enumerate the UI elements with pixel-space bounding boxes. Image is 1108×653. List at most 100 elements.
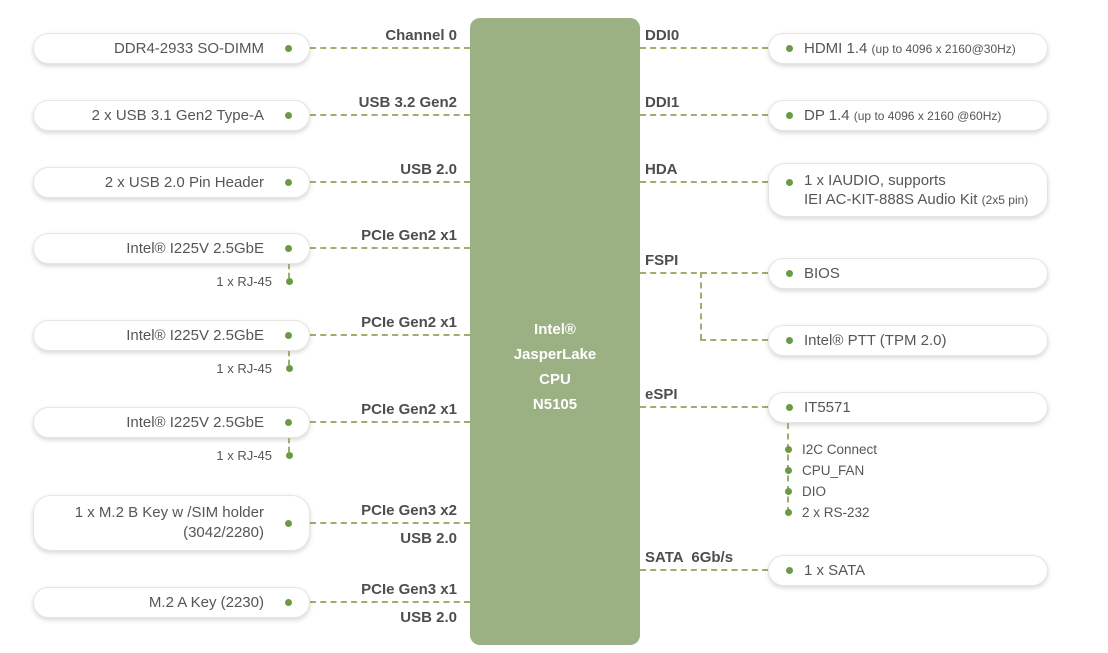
device-box-i225v-2: Intel® I225V 2.5GbE bbox=[33, 320, 310, 351]
connector-dot bbox=[285, 179, 292, 186]
connector-line bbox=[640, 272, 768, 274]
device-box-i225v-3: Intel® I225V 2.5GbE bbox=[33, 407, 310, 438]
bus-label-pcie-gen2-x1: PCIe Gen2 x1 bbox=[361, 401, 457, 418]
connector-line bbox=[288, 438, 290, 452]
connector-dot bbox=[786, 404, 793, 411]
device-label: DDR4-2933 SO-DIMM bbox=[113, 40, 264, 57]
device-box-hdmi: HDMI 1.4 (up to 4096 x 2160@30Hz) bbox=[768, 33, 1048, 64]
connector-dot bbox=[785, 446, 792, 453]
device-box-ddr4-sodimm: DDR4-2933 SO-DIMM bbox=[33, 33, 310, 64]
device-label: M.2 A Key (2230) bbox=[148, 594, 264, 611]
connector-line bbox=[310, 601, 470, 603]
ec-feature-i2c: I2C Connect bbox=[802, 442, 878, 457]
device-label-detail: (up to 4096 x 2160 @60Hz) bbox=[853, 109, 1002, 123]
connector-line bbox=[640, 47, 768, 49]
device-label: 1 x SATA bbox=[804, 562, 866, 579]
device-label: DP 1.4 (up to 4096 x 2160 @60Hz) bbox=[804, 107, 1047, 124]
bus-label-usb20: USB 2.0 bbox=[400, 609, 457, 626]
device-label-detail: (up to 4096 x 2160@30Hz) bbox=[871, 42, 1016, 56]
connector-line bbox=[288, 264, 290, 278]
connector-dot bbox=[285, 599, 292, 606]
device-label-main: DP 1.4 bbox=[804, 107, 850, 124]
bus-label-pcie-gen3-x2: PCIe Gen3 x2 bbox=[361, 502, 457, 519]
device-label-line1: 1 x IAUDIO, supports bbox=[804, 171, 946, 189]
connector-dot bbox=[785, 467, 792, 474]
device-label: 2 x USB 3.1 Gen2 Type-A bbox=[91, 107, 264, 124]
connector-dot bbox=[285, 419, 292, 426]
connector-line bbox=[288, 351, 290, 365]
connector-dot bbox=[286, 452, 293, 459]
device-box-usb20-header: 2 x USB 2.0 Pin Header bbox=[33, 167, 310, 198]
bus-label-pcie-gen3-x1: PCIe Gen3 x1 bbox=[361, 581, 457, 598]
connector-line bbox=[640, 569, 768, 571]
connector-line bbox=[700, 272, 702, 340]
device-label-detail: (2x5 pin) bbox=[981, 192, 1029, 207]
bus-label-ddi0: DDI0 bbox=[645, 27, 680, 44]
connector-dot bbox=[286, 365, 293, 372]
port-label-rj45: 1 x RJ-45 bbox=[216, 448, 272, 463]
port-label-rj45: 1 x RJ-45 bbox=[216, 361, 272, 376]
connector-line bbox=[640, 181, 768, 183]
device-box-sata: 1 x SATA bbox=[768, 555, 1048, 586]
bus-label-sata: SATA 6Gb/s bbox=[645, 549, 734, 566]
device-label-main: IEI AC-KIT-888S Audio Kit bbox=[804, 190, 978, 208]
cpu-label-family: JasperLake bbox=[513, 345, 597, 363]
device-box-it5571: IT5571 bbox=[768, 392, 1048, 423]
connector-dot bbox=[786, 567, 793, 574]
device-label: Intel® I225V 2.5GbE bbox=[126, 414, 264, 431]
bus-label-fspi: FSPI bbox=[645, 252, 679, 269]
bus-label-espi: eSPI bbox=[645, 386, 678, 403]
device-box-bios: BIOS bbox=[768, 258, 1048, 289]
ec-feature-cpufan: CPU_FAN bbox=[802, 463, 865, 478]
device-label: Intel® I225V 2.5GbE bbox=[126, 327, 264, 344]
bus-label-hda: HDA bbox=[645, 161, 678, 178]
connector-dot bbox=[285, 112, 292, 119]
device-box-m2-akey: M.2 A Key (2230) bbox=[33, 587, 310, 618]
device-box-intel-ptt: Intel® PTT (TPM 2.0) bbox=[768, 325, 1048, 356]
connector-line bbox=[310, 114, 470, 116]
device-label: Intel® PTT (TPM 2.0) bbox=[804, 332, 947, 349]
bus-label-ddi1: DDI1 bbox=[645, 94, 680, 111]
cpu-label-type: CPU bbox=[539, 370, 571, 388]
connector-line bbox=[310, 334, 470, 336]
cpu-label-model: N5105 bbox=[532, 395, 578, 413]
device-label-main: HDMI 1.4 bbox=[804, 40, 868, 57]
device-label: HDMI 1.4 (up to 4096 x 2160@30Hz) bbox=[804, 40, 1047, 57]
connector-line bbox=[310, 421, 470, 423]
connector-dot bbox=[786, 270, 793, 277]
connector-dot bbox=[285, 519, 292, 527]
connector-line bbox=[310, 247, 470, 249]
device-label-line2: IEI AC-KIT-888S Audio Kit (2x5 pin) bbox=[804, 190, 1047, 210]
device-label-line1: 1 x M.2 B Key w /SIM holder bbox=[74, 504, 264, 521]
connector-dot bbox=[285, 332, 292, 339]
device-box-usb31-typea: 2 x USB 3.1 Gen2 Type-A bbox=[33, 100, 310, 131]
ec-feature-rs232: 2 x RS-232 bbox=[802, 505, 870, 520]
bus-label-usb20: USB 2.0 bbox=[400, 161, 457, 178]
device-box-audio: 1 x IAUDIO, supports IEI AC-KIT-888S Aud… bbox=[768, 163, 1048, 217]
connector-dot bbox=[286, 278, 293, 285]
bus-label-pcie-gen2-x1: PCIe Gen2 x1 bbox=[361, 227, 457, 244]
bus-label-pcie-gen2-x1: PCIe Gen2 x1 bbox=[361, 314, 457, 331]
connector-dot bbox=[786, 179, 793, 186]
connector-dot bbox=[786, 112, 793, 119]
device-label: IT5571 bbox=[804, 399, 851, 416]
device-box-m2-bkey: 1 x M.2 B Key w /SIM holder (3042/2280) bbox=[33, 495, 310, 551]
connector-dot bbox=[786, 45, 793, 52]
cpu-block: Intel® JasperLake CPU N5105 bbox=[470, 18, 640, 645]
ec-feature-dio: DIO bbox=[802, 484, 827, 499]
device-label: Intel® I225V 2.5GbE bbox=[126, 240, 264, 257]
port-label-rj45: 1 x RJ-45 bbox=[216, 274, 272, 289]
device-label: BIOS bbox=[804, 265, 840, 282]
connector-dot bbox=[285, 245, 292, 252]
connector-dot bbox=[285, 45, 292, 52]
connector-line bbox=[310, 47, 470, 49]
connector-dot bbox=[785, 488, 792, 495]
connector-line bbox=[640, 406, 768, 408]
device-box-i225v-1: Intel® I225V 2.5GbE bbox=[33, 233, 310, 264]
bus-label-usb32gen2: USB 3.2 Gen2 bbox=[358, 94, 457, 111]
connector-line bbox=[310, 522, 470, 524]
device-label-line2: (3042/2280) bbox=[183, 524, 264, 541]
connector-line bbox=[310, 181, 470, 183]
connector-dot bbox=[785, 509, 792, 516]
